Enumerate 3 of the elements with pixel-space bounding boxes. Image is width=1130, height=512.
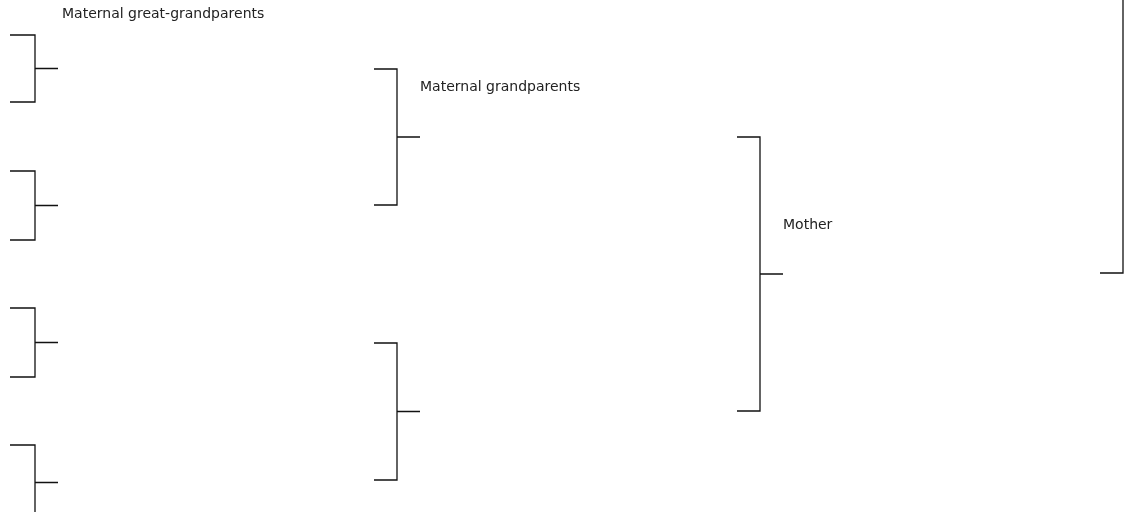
generation-label: Maternal grandparents: [420, 77, 581, 95]
generation-label: Maternal great-grandparents: [62, 4, 265, 22]
generation-label: Mother: [783, 215, 833, 233]
